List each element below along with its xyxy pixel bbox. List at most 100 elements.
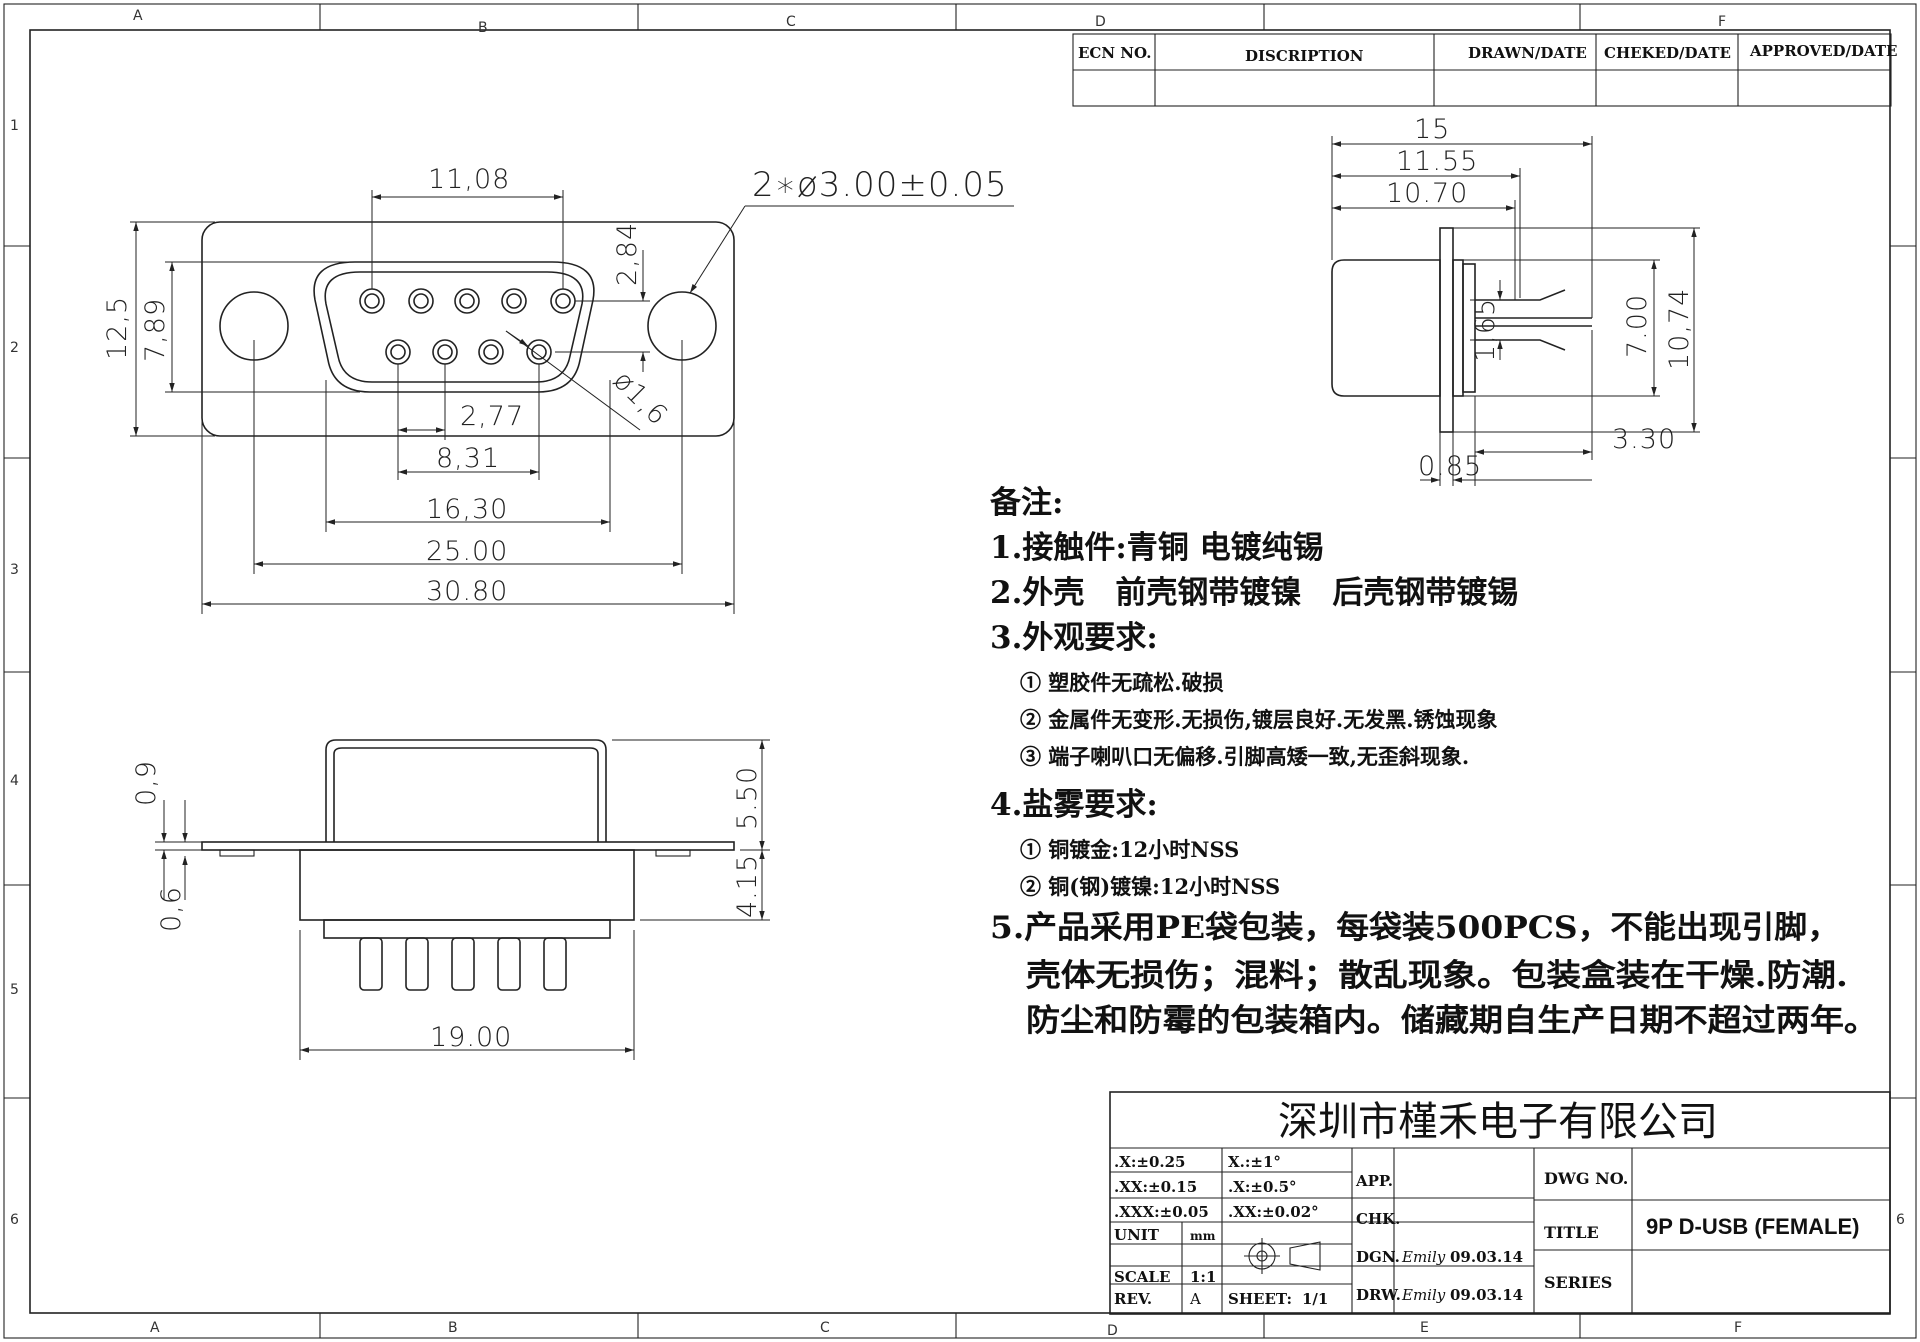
front-flange (201, 221, 735, 437)
unit-value: mm (1190, 1229, 1216, 1243)
side-view: 15 11.55 10.70 1,65 7.00 10,74 3.30 0.85 (1331, 114, 1700, 486)
note-line: ① 塑胶件无疏松.破损 (1020, 670, 1224, 695)
bottom-boss-right (655, 849, 691, 857)
rev-header: DRAWN/DATE (1468, 44, 1587, 62)
zone-label: D (1095, 14, 1106, 30)
zone-label: 1 (10, 118, 19, 134)
front-view: 11,08 2∗ø3.00±0.05 12,5 7,89 2,84 ø1,6 2… (102, 164, 1014, 614)
dim-label: 2∗ø3.00±0.05 (752, 165, 1008, 205)
dim-label: 16,30 (426, 494, 508, 525)
angle-tolerance: X.:±1° (1228, 1153, 1281, 1171)
company-name: 深圳市槿禾电子有限公司 (1278, 1099, 1718, 1145)
bottom-shell-inner (333, 747, 599, 842)
shell-outer (313, 261, 595, 393)
side-insulator (1462, 263, 1476, 393)
dim-label: 7.00 (1622, 294, 1653, 358)
drawing-title: 9P D-USB (FEMALE) (1646, 1214, 1860, 1239)
zone-label: D (1107, 1323, 1118, 1339)
dim-label: 2,84 (612, 222, 643, 286)
zone-label: 2 (10, 340, 19, 356)
angle-tolerance: .X:±0.5° (1228, 1178, 1297, 1196)
zone-label: 4 (10, 773, 19, 789)
sheet-label: SHEET: (1228, 1290, 1292, 1308)
dim-label: 19.00 (430, 1022, 512, 1053)
zone-label: B (448, 1320, 458, 1336)
zone-label: 5 (10, 982, 19, 998)
note-line: 壳体无损伤；混料；散乱现象。包装盒装在干燥.防潮. (1026, 958, 1848, 994)
drw-label: DRW. (1356, 1286, 1401, 1304)
title-block: 深圳市槿禾电子有限公司 .X:±0.25 .XX:±0.15 .XXX:±0.0… (1109, 1091, 1891, 1315)
dim-label: ø1,6 (607, 365, 674, 432)
dim-label: 0,9 (131, 760, 162, 806)
rev-header: ECN NO. (1078, 44, 1151, 62)
title-label: TITLE (1544, 1223, 1599, 1242)
dim-label: 15 (1414, 114, 1450, 145)
dim-label: 12,5 (102, 296, 133, 360)
zone-label: A (150, 1320, 160, 1336)
dgn-label: DGN. (1356, 1248, 1400, 1266)
zone-label: C (786, 14, 796, 30)
note-line: 1.接触件:青铜 电镀纯锡 (990, 530, 1324, 566)
pin-contacts (359, 288, 576, 365)
rev-header: CHEKED/DATE (1604, 44, 1731, 62)
zone-label: F (1718, 14, 1726, 30)
rev-value: A (1189, 1290, 1201, 1308)
dim-label: 2,77 (460, 401, 524, 432)
zone-label: 6 (10, 1212, 19, 1228)
sheet-value: 1/1 (1302, 1290, 1328, 1308)
zone-label: F (1734, 1320, 1742, 1336)
tolerance: .X:±0.25 (1114, 1153, 1186, 1171)
rev-label: REV. (1114, 1290, 1152, 1308)
side-rear (1452, 259, 1464, 397)
note-line: 5.产品采用PE袋包装，每袋装500PCS，不能出现引脚， (990, 910, 1840, 946)
note-line: ③ 端子喇叭口无偏移.引脚高矮一致,无歪斜现象. (1020, 744, 1469, 769)
dim-label: 10.70 (1386, 178, 1468, 209)
dim-label: 1,65 (1470, 298, 1501, 362)
chk-label: CHK. (1356, 1210, 1400, 1228)
rev-header: APPROVED/DATE (1749, 42, 1897, 60)
side-flange (1439, 227, 1454, 433)
drw-date: 09.03.14 (1450, 1286, 1523, 1304)
bottom-shell-outer (325, 739, 607, 842)
drw-signature: Emily (1401, 1286, 1446, 1304)
dim-label: 25.00 (426, 536, 508, 567)
dgn-signature: Emily (1401, 1248, 1446, 1266)
shell-inner (324, 271, 584, 383)
dim-label: 0,6 (156, 886, 187, 932)
bottom-pins (359, 937, 567, 991)
dim-label: 11,08 (428, 164, 510, 195)
dim-label: 8,31 (436, 443, 500, 474)
dim-label: 11.55 (1396, 146, 1478, 177)
zone-label: B (478, 20, 488, 36)
note-line: ② 铜(钢)镀镍:12小时NSS (1020, 874, 1280, 899)
note-line: ② 金属件无变形.无损伤,镀层良好.无发黑.锈蚀现象 (1020, 707, 1498, 732)
bottom-view: 0,9 0,6 5.50 4.15 19.00 (131, 739, 770, 1060)
zone-label: C (820, 1320, 830, 1336)
projection-symbol (1244, 1238, 1321, 1274)
scale-value: 1:1 (1190, 1268, 1216, 1286)
revision-table: ECN NO. DISCRIPTION DRAWN/DATE CHEKED/DA… (1072, 33, 1897, 107)
dim-label: 30.80 (426, 576, 508, 607)
zone-label: A (133, 8, 143, 24)
unit-label: UNIT (1114, 1226, 1160, 1244)
zone-label: 6 (1896, 1212, 1905, 1228)
outer-border (3, 3, 1917, 1339)
dim-label: 4.15 (732, 854, 763, 918)
bottom-flange (201, 841, 735, 851)
dim-label: 3.30 (1612, 424, 1676, 455)
bottom-insulator (299, 849, 635, 921)
dwg-no-label: DWG NO. (1544, 1169, 1628, 1188)
note-line: 防尘和防霉的包装箱内。储藏期自生产日期不超过两年。 (1026, 1003, 1878, 1039)
bottom-insulator-lower (323, 919, 611, 939)
tolerance: .XXX:±0.05 (1114, 1203, 1209, 1221)
dgn-date: 09.03.14 (1450, 1248, 1523, 1266)
series-label: SERIES (1544, 1273, 1612, 1292)
note-line: 4.盐雾要求: (990, 787, 1158, 823)
app-label: APP. (1355, 1172, 1393, 1190)
notes: 备注: 1.接触件:青铜 电镀纯锡 2.外壳 前壳钢带镀镍 后壳钢带镀锡 3.外… (989, 485, 1878, 1039)
dim-label: 5.50 (732, 766, 763, 830)
bottom-boss-left (219, 849, 255, 857)
zone-ticks (4, 4, 1916, 1338)
dim-label: 0.85 (1418, 451, 1482, 482)
